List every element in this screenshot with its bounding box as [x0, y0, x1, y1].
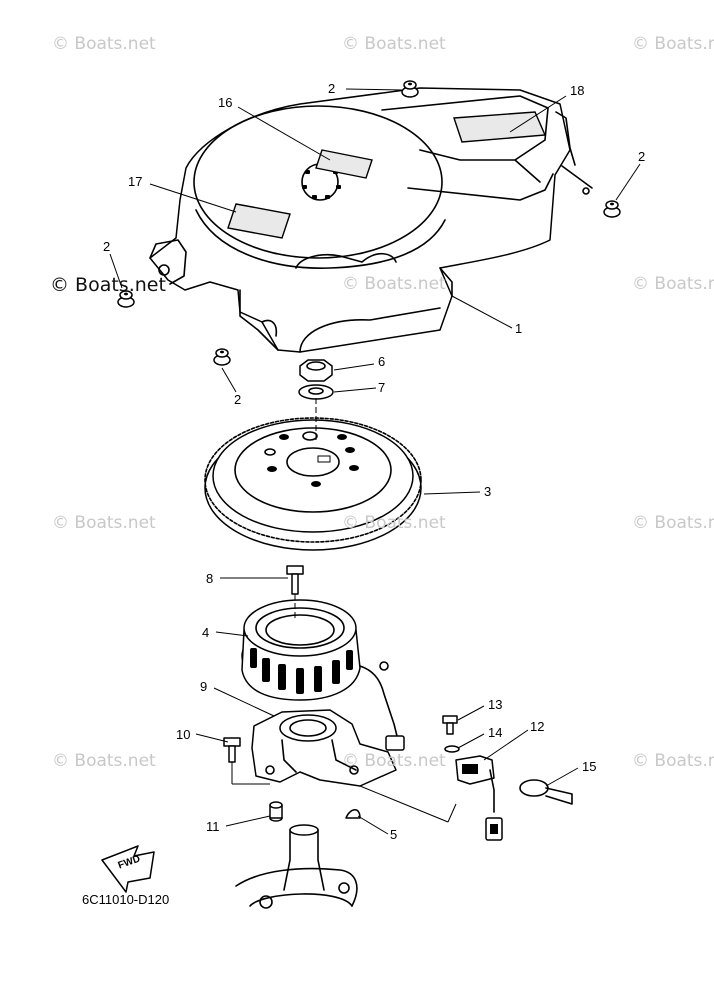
cable-band — [519, 779, 573, 805]
callout-11: 11 — [206, 819, 220, 834]
woodruff-key — [345, 809, 361, 819]
callout-1: 1 — [515, 321, 523, 336]
callout-15: 15 — [582, 759, 597, 774]
grommet-lower — [213, 348, 231, 366]
flywheel — [204, 417, 422, 551]
callout-7: 7 — [378, 380, 386, 395]
callout-14: 14 — [488, 725, 503, 740]
flywheel-nut — [299, 359, 333, 382]
diagram-code: 6C11010-D120 — [82, 892, 170, 907]
callout-8: 8 — [206, 571, 214, 586]
callout-18: 18 — [570, 83, 585, 98]
coil-screw — [442, 715, 458, 735]
fwd-arrow-icon — [101, 845, 155, 893]
watermark: © Boats.net — [632, 274, 714, 294]
grommet-left — [117, 290, 135, 308]
watermark: © Boats.net — [632, 513, 714, 533]
callout-2: 2 — [638, 149, 646, 164]
callout-9: 9 — [200, 679, 208, 694]
base-bolt — [223, 737, 241, 763]
watermark: © Boats.net — [342, 274, 446, 294]
watermark: © Boats.net — [52, 34, 156, 54]
watermark: © Boats.net — [52, 751, 156, 771]
callout-5: 5 — [390, 827, 398, 842]
pulser-coil — [455, 755, 503, 841]
callout-2: 2 — [328, 81, 336, 96]
callout-2: 2 — [103, 239, 111, 254]
stator-base — [251, 709, 397, 787]
coil-washer — [444, 745, 460, 753]
flywheel-cover — [149, 87, 593, 353]
watermark: © Boats.net — [342, 751, 446, 771]
watermark: © Boats.net — [52, 513, 156, 533]
watermark: © Boats.net — [342, 513, 446, 533]
callout-6: 6 — [378, 354, 386, 369]
callout-16: 16 — [218, 95, 233, 110]
watermark-emphasis: © Boats.net — [50, 274, 166, 296]
stator — [241, 599, 405, 751]
crankshaft-block — [235, 824, 358, 909]
callout-2: 2 — [234, 392, 242, 407]
callout-4: 4 — [202, 625, 210, 640]
leader-lines — [109, 88, 641, 835]
callout-12: 12 — [530, 719, 545, 734]
watermark: © Boats.net — [342, 34, 446, 54]
stator-bolt — [286, 565, 304, 595]
callout-13: 13 — [488, 697, 503, 712]
callout-10: 10 — [176, 727, 191, 742]
grommet-top — [401, 80, 419, 98]
watermark: © Boats.net — [632, 34, 714, 54]
flywheel-washer — [298, 384, 334, 400]
grommet-right — [603, 200, 621, 218]
callout-3: 3 — [484, 484, 492, 499]
callout-17: 17 — [128, 174, 143, 189]
watermark: © Boats.net — [632, 751, 714, 771]
dowel-pin — [269, 801, 283, 822]
